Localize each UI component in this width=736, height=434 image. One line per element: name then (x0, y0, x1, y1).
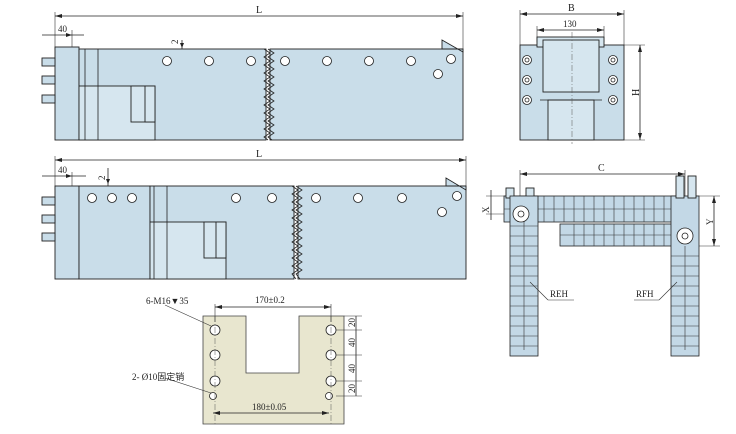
lower-side-view: L 40 2 (41, 149, 467, 280)
top-side-view: L 40 2 (41, 5, 464, 141)
label-tapped-holes: 6-M16▼35 (146, 296, 189, 306)
dim-c-label: C (598, 163, 605, 174)
dim-top-label: 170±0.2 (255, 295, 285, 305)
end-view: B 130 H (519, 3, 645, 144)
mount-plate-view: 170±0.2 180±0.05 20 40 40 20 6-M16▼35 2-… (132, 295, 362, 425)
dim-y-label: Y (705, 218, 715, 225)
label-reh: REH (550, 289, 569, 299)
dim-small-label-2: 2 (97, 176, 107, 181)
dim-length-label-2: L (256, 149, 262, 160)
dim-v1-label: 20 (347, 318, 357, 328)
dim-x-label: X (481, 206, 491, 213)
dim-v2-label: 40 (347, 338, 357, 348)
label-rfh: RFH (636, 289, 654, 299)
dim-bottom-label: 180±0.05 (252, 402, 287, 412)
dim-inner-label: 130 (563, 19, 577, 29)
label-pin-holes: 2- Ø10固定销 (132, 371, 184, 382)
dim-length-label: L (256, 5, 262, 16)
dim-offset-label: 40 (58, 24, 68, 34)
chain-links (510, 196, 699, 347)
dim-v3-label: 40 (347, 364, 357, 374)
dim-height-label: H (631, 89, 642, 96)
dim-small-label: 2 (170, 40, 180, 45)
dim-offset-label-2: 40 (58, 165, 68, 175)
corner-view: C X Y (481, 163, 720, 357)
dim-v4-label: 20 (347, 384, 357, 394)
dim-width-label: B (568, 3, 575, 14)
